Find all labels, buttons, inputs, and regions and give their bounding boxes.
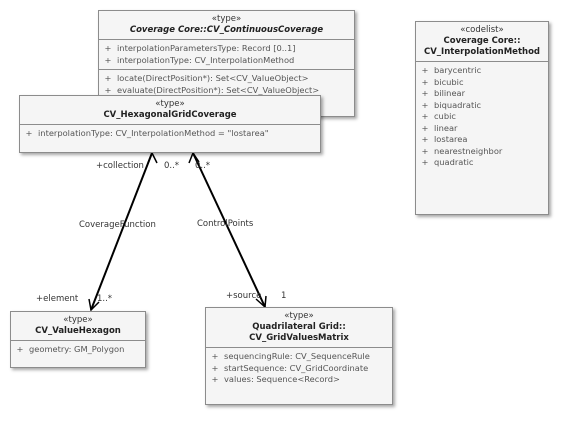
stereotype-label: «type» [155, 99, 185, 109]
class-name: CV_ValueHexagon [35, 326, 121, 336]
operation-compartment: +locate(DirectPosition*): Set<CV_ValueOb… [99, 70, 354, 99]
literal-row[interactable]: +bicubic [421, 76, 464, 87]
coverage-function-source-multiplicity: 0..* [164, 161, 180, 171]
literal-row[interactable]: +quadratic [421, 157, 474, 167]
stereotype-label: «type» [284, 311, 314, 321]
literal-row[interactable]: +barycentric [421, 65, 482, 75]
stereotype-label: «codelist» [460, 25, 504, 35]
coverage-function-target-multiplicity: 1..* [97, 294, 113, 304]
attribute-row[interactable]: +startSequence: CV_GridCoordinate [211, 362, 369, 373]
attribute-row[interactable]: +geometry: GM_Polygon [16, 344, 125, 354]
class-cv-grid-values-matrix[interactable]: «type» Quadrilateral Grid:: CV_GridValue… [205, 307, 393, 405]
class-header: «type» Quadrilateral Grid:: CV_GridValue… [206, 308, 392, 348]
class-name: Quadrilateral Grid:: [252, 322, 346, 332]
literal-row[interactable]: +linear [421, 122, 458, 133]
class-cv-value-hexagon[interactable]: «type» CV_ValueHexagon +geometry: GM_Pol… [10, 311, 146, 368]
literal-row[interactable]: +biquadratic [421, 99, 482, 110]
literal-row[interactable]: +lostarea [421, 134, 468, 144]
class-header: «type» CV_HexagonalGridCoverage [20, 96, 320, 125]
literal-compartment: +barycentric +bicubic +bilinear +biquadr… [416, 62, 548, 172]
coverage-function-source-role: +collection [96, 161, 144, 171]
stereotype-label: «type» [211, 14, 242, 24]
coverage-function-arrowhead [147, 151, 158, 164]
class-header: «type» CV_ValueHexagon [11, 312, 145, 341]
literal-row[interactable]: +cubic [421, 111, 456, 121]
attribute-row[interactable]: +sequencingRule: CV_SequenceRule [211, 351, 370, 361]
class-cv-hexagonal-grid-coverage[interactable]: «type» CV_HexagonalGridCoverage +interpo… [19, 95, 321, 153]
attribute-row[interactable]: +interpolationType: CV_InterpolationMeth… [25, 128, 269, 138]
operation-row[interactable]: +locate(DirectPosition*): Set<CV_ValueOb… [104, 73, 309, 83]
attribute-row[interactable]: +interpolationType: CV_InterpolationMeth… [104, 54, 295, 65]
attribute-compartment: +interpolationType: CV_InterpolationMeth… [20, 125, 320, 143]
attribute-row[interactable]: +interpolationParametersType: Record [0.… [104, 43, 296, 53]
class-name: Coverage Core::CV_ContinuousCoverage [129, 25, 324, 35]
class-name: CV_GridValuesMatrix [249, 333, 349, 343]
class-cv-interpolation-method[interactable]: «codelist» Coverage Core:: CV_Interpolat… [415, 21, 549, 215]
stereotype-label: «type» [63, 315, 93, 325]
attribute-compartment: +sequencingRule: CV_SequenceRule +startS… [206, 348, 392, 389]
coverage-function-line [90, 152, 153, 311]
literal-row[interactable]: +nearestneighbor [421, 145, 503, 156]
control-points-source-multiplicity: 0..* [195, 161, 211, 171]
attribute-row[interactable]: +values: Sequence<Record> [211, 374, 340, 384]
class-header: «type» Coverage Core::CV_ContinuousCover… [99, 11, 354, 40]
class-header: «codelist» Coverage Core:: CV_Interpolat… [416, 22, 548, 62]
literal-row[interactable]: +bilinear [421, 88, 466, 98]
class-name: CV_HexagonalGridCoverage [103, 110, 237, 120]
control-points-target-multiplicity: 1 [281, 291, 287, 301]
class-name: CV_InterpolationMethod [423, 47, 540, 57]
control-points-target-role: +source [226, 291, 262, 301]
attribute-compartment: +geometry: GM_Polygon [11, 341, 145, 359]
control-points-line [192, 152, 266, 308]
coverage-function-name[interactable]: CoverageFunction [79, 220, 156, 230]
attribute-compartment: +interpolationParametersType: Record [0.… [99, 40, 354, 70]
control-points-name[interactable]: ControlPoints [197, 219, 254, 229]
operation-row[interactable]: +evaluate(DirectPosition*): Set<CV_Value… [104, 84, 320, 95]
coverage-function-target-role: +element [36, 294, 79, 304]
class-name: Coverage Core:: [443, 36, 521, 46]
